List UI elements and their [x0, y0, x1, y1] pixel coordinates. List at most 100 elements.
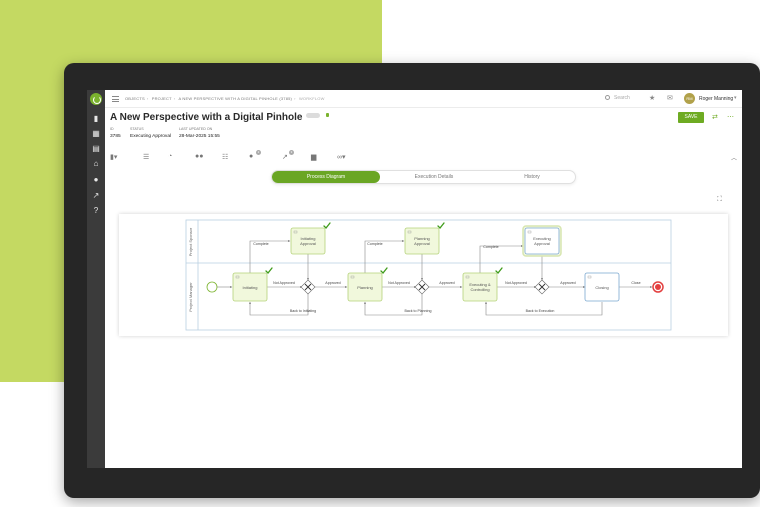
gateway-planning[interactable] — [414, 279, 430, 295]
share-badge: 3 — [289, 150, 294, 155]
user-name[interactable]: Roger Manning — [699, 96, 734, 102]
task-executing-label-2: Controlling — [470, 287, 489, 292]
tab-history[interactable]: History — [524, 174, 540, 180]
document-icon[interactable]: ▤ — [92, 144, 100, 153]
check-icon — [380, 267, 388, 274]
search-placeholder: Search — [614, 95, 630, 101]
task-planning-label: Planning — [357, 285, 373, 290]
chart-menu-icon[interactable]: ▮▾ — [110, 154, 118, 161]
lane-label-manager: Project Manager — [188, 282, 193, 312]
page-title-text: A New Perspective with a Digital Pinhole — [110, 112, 303, 123]
process-diagram: Project Sponsor Project Manager — [185, 219, 672, 331]
breadcrumb-record[interactable]: A NEW PERSPECTIVE WITH A DIGITAL PINHOLE… — [178, 96, 293, 101]
chart-icon[interactable]: ▮ — [93, 114, 99, 123]
breadcrumb: OBJECTS› PROJECT› A NEW PERSPECTIVE WITH… — [125, 96, 325, 101]
check-icon — [323, 222, 331, 229]
link-menu-icon[interactable]: ∞▾ — [337, 154, 346, 161]
start-event[interactable] — [206, 281, 218, 293]
comments-icon[interactable]: ● — [249, 153, 254, 160]
flow-label-approved-2: Approved — [439, 281, 454, 285]
meta-value-id: 3785 — [110, 134, 121, 139]
top-bar: OBJECTS› PROJECT› A NEW PERSPECTIVE WITH… — [105, 90, 742, 108]
external-link-icon[interactable]: ↗ — [92, 191, 100, 200]
comments-badge: 2 — [256, 150, 261, 155]
task-initiating-approval-label-1: Initiating — [301, 236, 316, 241]
flow-label-back-planning: Back to Planning — [405, 309, 432, 313]
menu-icon[interactable] — [112, 96, 119, 102]
meta-label-updated: LAST UPDATED ON — [179, 127, 213, 131]
task-closing-label: Closing — [595, 285, 608, 290]
tab-execution-details[interactable]: Execution Details — [414, 174, 454, 180]
view-tabs: Process Diagram Execution Details Histor… — [271, 170, 576, 184]
gateway-initiating[interactable] — [300, 279, 316, 295]
workflow-icon[interactable]: ⇄ — [712, 114, 718, 121]
grid-icon[interactable]: ▦ — [92, 129, 100, 138]
main-area: OBJECTS› PROJECT› A NEW PERSPECTIVE WITH… — [105, 90, 742, 468]
pie-icon[interactable]: ◔ — [168, 153, 173, 160]
status-flag-icon — [326, 113, 330, 117]
task-executing-approval-label-2: Approval — [534, 241, 550, 246]
team-icon[interactable]: ●● — [195, 153, 204, 160]
save-button[interactable]: SAVE — [678, 112, 704, 123]
breadcrumb-current: WORKFLOW — [298, 96, 325, 101]
flow-label-back-execution: Back to Execution — [526, 309, 555, 313]
tab-process-diagram[interactable]: Process Diagram — [272, 171, 380, 183]
more-icon[interactable]: ⋯ — [727, 114, 734, 121]
list-icon[interactable]: ☰ — [143, 154, 150, 161]
bank-icon[interactable]: ⌂ — [93, 159, 99, 168]
logo-icon[interactable] — [90, 93, 102, 105]
flow-label-complete-1: Complete — [253, 242, 268, 246]
meta-value-updated: 28-Mar-2025 15:55 — [179, 134, 220, 139]
check-icon — [495, 267, 503, 274]
flow-label-back-initiating: Back to Initiating — [290, 309, 316, 313]
check-icon — [437, 222, 445, 229]
task-executing-approval[interactable]: Executing Approval — [522, 225, 562, 257]
meta-value-status: Executing Approval — [130, 134, 172, 139]
fullscreen-icon[interactable]: ⛶ — [717, 196, 722, 203]
share-icon[interactable]: ↗ — [282, 154, 288, 161]
avatar[interactable]: RM — [684, 93, 695, 104]
breadcrumb-objects[interactable]: OBJECTS — [125, 96, 145, 101]
flow-label-complete-2: Complete — [367, 242, 382, 246]
flow-label-close: Close — [631, 281, 640, 285]
checklist-icon[interactable]: ☷ — [222, 154, 229, 161]
task-planning-approval-label-2: Approval — [414, 241, 430, 246]
page-title: A New Perspective with a Digital Pinhole — [110, 112, 330, 123]
gateway-executing[interactable] — [534, 279, 550, 295]
search-icon — [605, 95, 610, 100]
star-icon[interactable]: ★ — [649, 95, 656, 102]
flow-label-approved-3: Approved — [560, 281, 575, 285]
diagram-canvas: Project Sponsor Project Manager — [119, 214, 728, 336]
task-executing-approval-label-1: Executing — [533, 236, 551, 241]
mail-icon[interactable]: ✉ — [667, 95, 673, 102]
task-initiating-label: Initiating — [243, 285, 258, 290]
task-executing[interactable]: Executing & Controlling — [462, 272, 498, 302]
task-initiating[interactable]: Initiating — [232, 272, 268, 302]
breadcrumb-project[interactable]: PROJECT — [151, 96, 172, 101]
collapse-icon[interactable]: ︿ — [731, 156, 738, 162]
app-screen: ▮ ▦ ▤ ⌂ ● ↗ ? OBJECTS› PROJECT› A NEW PE… — [87, 90, 742, 468]
flow-label-approved-1: Approved — [325, 281, 340, 285]
task-closing[interactable]: Closing — [584, 272, 620, 302]
chevron-down-icon[interactable]: ▾ — [734, 95, 737, 101]
search-box[interactable]: Search — [605, 95, 630, 101]
task-planning-approval[interactable]: Planning Approval — [404, 227, 440, 255]
check-icon — [265, 267, 273, 274]
task-planning-approval-label-1: Planning — [414, 236, 430, 241]
record-toolbar: ▮▾ ☰ ◔ ●● ☷ ● 2 ↗ 3 ▆ ∞▾ ︿ — [105, 150, 742, 164]
sidebar: ▮ ▦ ▤ ⌂ ● ↗ ? — [87, 90, 105, 468]
lane-label-sponsor: Project Sponsor — [188, 227, 193, 256]
record-tag — [306, 113, 321, 118]
meta-label-status: STATUS — [130, 127, 144, 131]
help-icon[interactable]: ? — [93, 206, 99, 215]
task-planning[interactable]: Planning — [347, 272, 383, 302]
file-icon[interactable]: ▆ — [311, 154, 317, 161]
task-initiating-approval[interactable]: Initiating Approval — [290, 227, 326, 255]
task-initiating-approval-label-2: Approval — [300, 241, 316, 246]
flow-label-not-approved-1: Not Approved — [273, 281, 295, 285]
meta-label-id: ID — [110, 127, 114, 131]
flow-label-not-approved-3: Not Approved — [505, 281, 527, 285]
flow-label-not-approved-2: Not Approved — [388, 281, 410, 285]
people-icon[interactable]: ● — [93, 175, 99, 184]
task-executing-label-1: Executing & — [469, 282, 491, 287]
